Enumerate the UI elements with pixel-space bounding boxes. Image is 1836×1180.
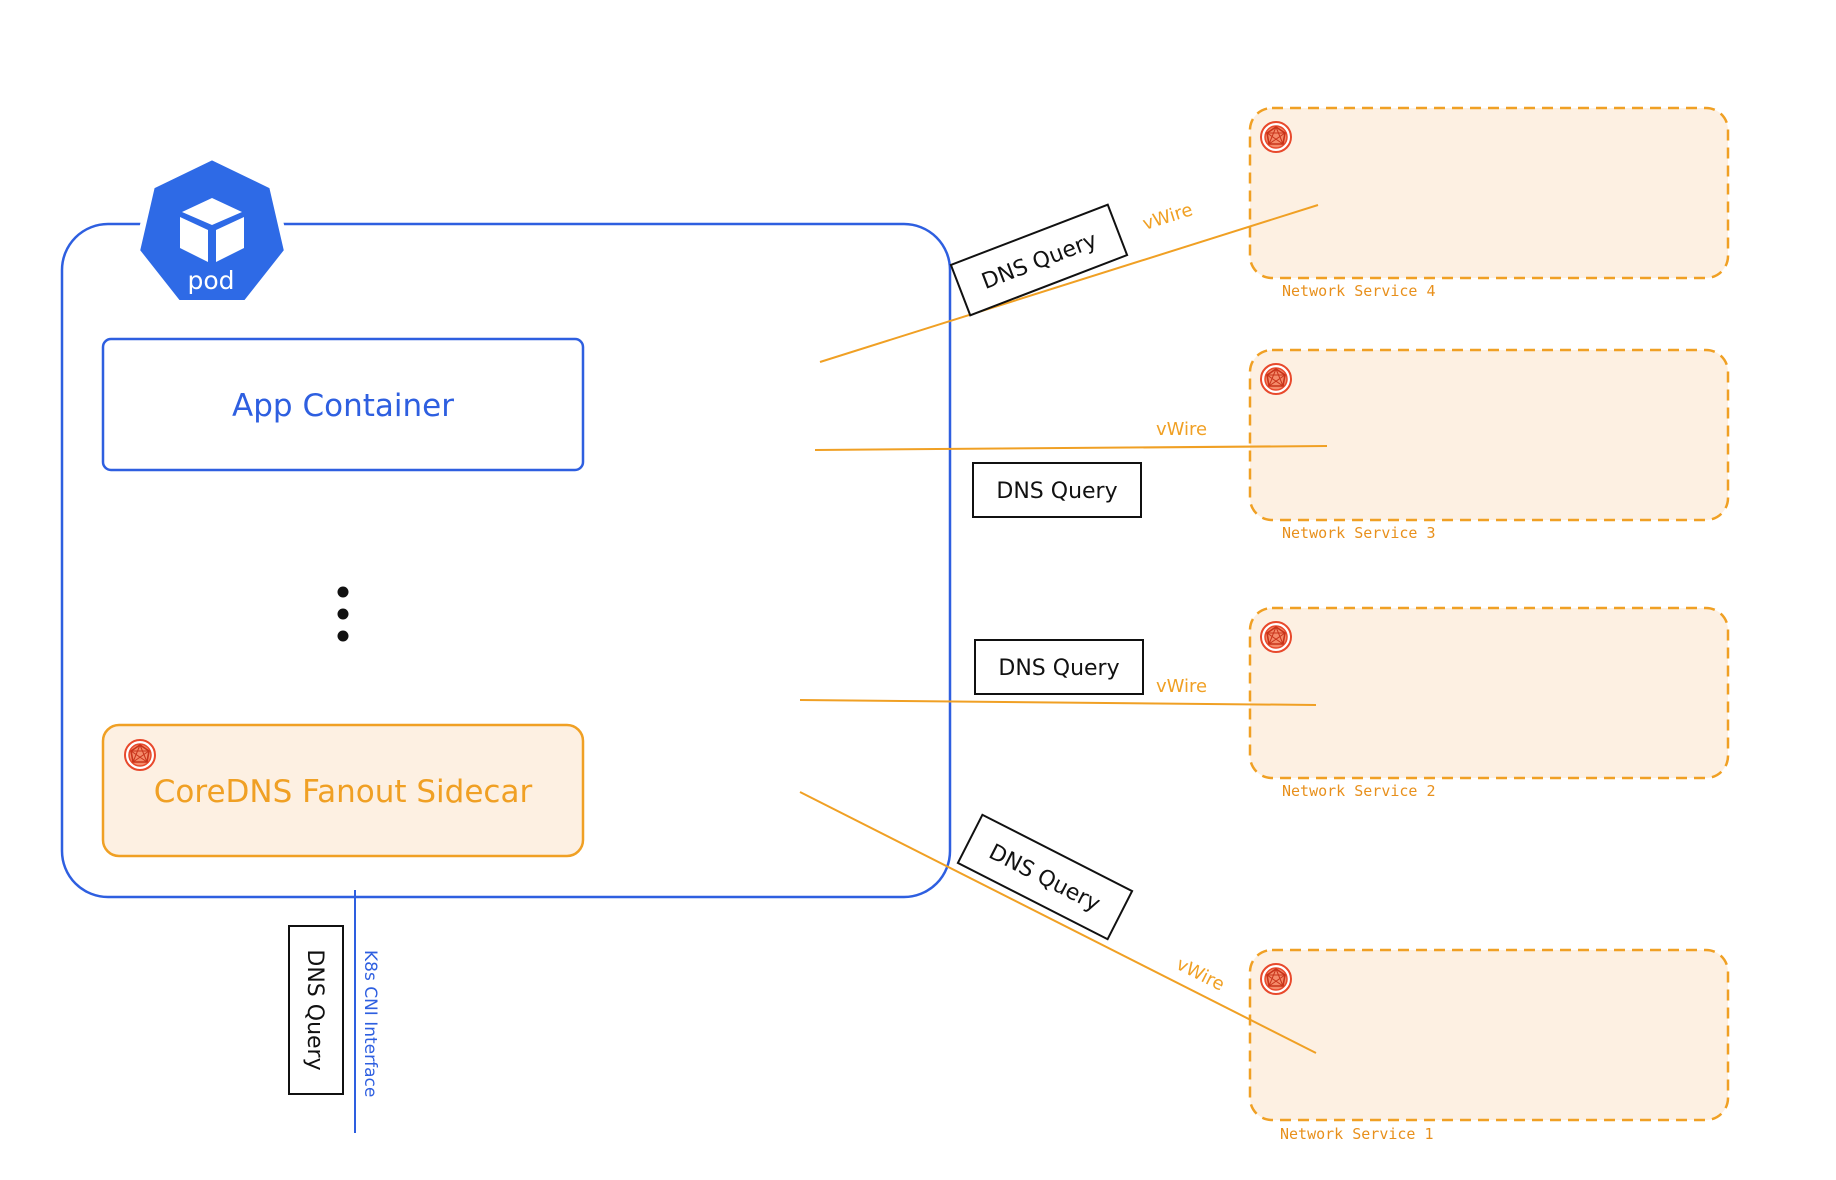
cni-dns-query-box: DNS Query	[288, 925, 344, 1095]
pod-cube-icon: pod	[134, 154, 290, 306]
dns-query-box-2: DNS Query	[974, 639, 1144, 695]
more-containers-ellipsis	[337, 586, 349, 642]
network-service-2: Network Service 2	[1248, 606, 1730, 800]
network-service-3: Network Service 3	[1248, 348, 1730, 542]
dns-query-label: DNS Query	[302, 949, 327, 1070]
coredns-sidecar: CoreDNS Fanout Sidecar	[101, 723, 585, 858]
network-service-box	[1248, 348, 1730, 522]
vwire-label: vWire	[1156, 419, 1207, 440]
network-service-label: Network Service 4	[1282, 282, 1436, 300]
dns-query-box-3: DNS Query	[972, 462, 1142, 518]
coredns-sidecar-box	[101, 723, 585, 858]
coredns-logo-icon	[1260, 363, 1292, 395]
vwire-label: vWire	[1156, 676, 1207, 697]
network-service-box	[1248, 606, 1730, 780]
network-service-1: Network Service 1	[1248, 948, 1730, 1143]
pod-boundary	[60, 222, 952, 899]
dns-query-box-1: DNS Query	[956, 813, 1134, 941]
vwire-label: vWire	[1140, 199, 1195, 234]
network-service-label: Network Service 1	[1280, 1125, 1434, 1143]
coredns-logo-icon	[1260, 963, 1292, 995]
network-service-box	[1248, 106, 1730, 280]
app-container-label: App Container	[232, 388, 454, 424]
dns-query-label: DNS Query	[996, 479, 1117, 504]
network-service-label: Network Service 2	[1282, 782, 1436, 800]
network-service-4: Network Service 4	[1248, 106, 1730, 300]
cni-interface-label: K8s CNI Interface	[360, 950, 380, 1097]
dns-query-box-4: DNS Query	[949, 203, 1129, 317]
coredns-logo-icon	[124, 739, 156, 771]
vwire-line-1	[799, 791, 1317, 1054]
vwire-label: vWire	[1173, 954, 1228, 996]
network-service-label: Network Service 3	[1282, 524, 1436, 542]
network-service-box	[1248, 948, 1730, 1122]
coredns-logo-icon	[1260, 121, 1292, 153]
dns-query-label: DNS Query	[998, 656, 1119, 681]
pod-icon-label: pod	[187, 266, 234, 295]
app-container-box	[101, 337, 585, 472]
coredns-sidecar-label: CoreDNS Fanout Sidecar	[154, 774, 533, 810]
coredns-logo-icon	[1260, 621, 1292, 653]
app-container: App Container	[101, 337, 585, 472]
vwire-line-3	[814, 445, 1328, 451]
vwire-line-4	[819, 204, 1319, 363]
vwire-line-2	[799, 699, 1317, 706]
